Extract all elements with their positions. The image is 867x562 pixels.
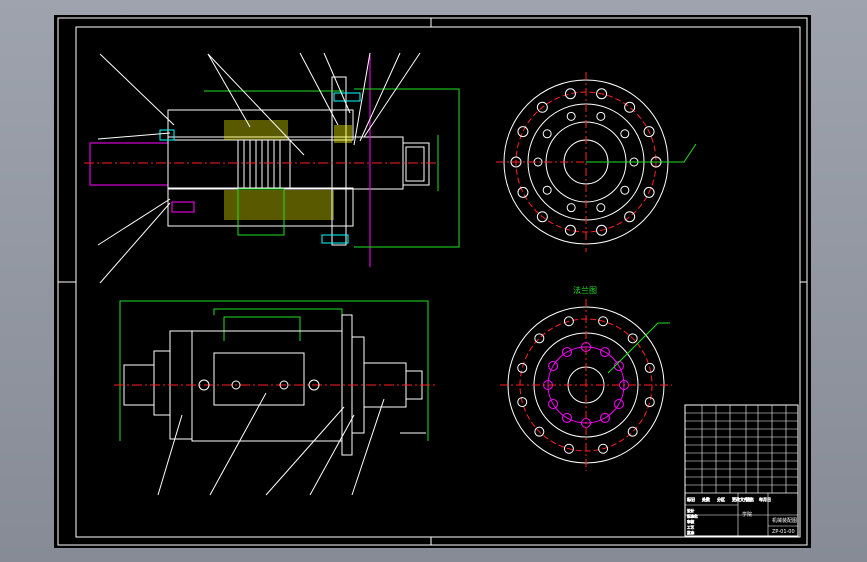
flange-bolt-hole xyxy=(517,126,529,138)
inner-bolt-hole xyxy=(542,129,552,139)
bolt-left-bottom xyxy=(171,201,195,213)
title-block-sign-cell: 设计 xyxy=(687,508,695,513)
sheet-border xyxy=(57,17,808,546)
bolt-bottom xyxy=(321,234,349,244)
flange-bolt-hole xyxy=(644,397,655,408)
flange-bolt-hole xyxy=(624,211,636,223)
title-block[interactable]: 标记 处数 分区 更改文件号签名年月日设计标准化审核工艺批准 学院 机械装配图 ZP-… xyxy=(684,404,799,537)
cad-drawing: 法兰图 标记 处数 分区 更改文件号签名年月日设计标准化审核工艺批准 学院 机械装配图… xyxy=(57,17,808,546)
shaft-right xyxy=(402,142,430,186)
inner-bolt-hole xyxy=(600,347,610,358)
flange-bolt-hole xyxy=(596,224,608,236)
dim-inner xyxy=(213,308,343,315)
inner-bolt-hole xyxy=(562,347,572,358)
flange-bolt-hole xyxy=(563,316,574,327)
shaft-left xyxy=(89,142,169,186)
flange-bolt-hole xyxy=(627,426,638,437)
bolt-circle-view-title: 法兰图 xyxy=(573,285,597,295)
flange-bolt-hole xyxy=(510,156,522,168)
title-block-header-cell: 标记 xyxy=(687,496,695,502)
drawing-sheet: 法兰图 标记 处数 分区 更改文件号签名年月日设计标准化审核工艺批准 学院 机械装配图… xyxy=(54,15,811,548)
dim-inner-2 xyxy=(223,316,301,341)
plan-view[interactable] xyxy=(114,300,438,496)
plan-hole xyxy=(231,380,241,390)
flange-bolt-hole xyxy=(536,211,548,223)
plan-hole xyxy=(198,379,210,391)
inner-bolt-hole xyxy=(600,412,610,423)
plan-leaders xyxy=(157,392,385,496)
title-block-header-cell: 更改文件号 xyxy=(732,496,752,502)
plan-collar xyxy=(153,350,171,416)
title-block-sign-cell: 批准 xyxy=(687,530,695,535)
gear-teeth xyxy=(243,140,281,188)
title-company: 学院 xyxy=(742,511,752,518)
flange-right xyxy=(331,76,347,246)
title-drawing-no: ZP-01-00 xyxy=(772,529,795,535)
flange-bolt-hole xyxy=(564,88,576,100)
inner-bolt-hole xyxy=(596,111,606,121)
flange-bolt-hole xyxy=(643,186,655,198)
section-view[interactable] xyxy=(84,52,460,284)
hatch-bottom xyxy=(224,190,334,220)
flange-leader xyxy=(607,322,670,374)
inner-bolt-hole xyxy=(566,111,576,121)
flange-bolt-hole xyxy=(517,362,528,373)
title-block-sign-cell: 工艺 xyxy=(687,525,695,530)
flange-end-view[interactable] xyxy=(496,72,697,252)
flange-bolt-hole xyxy=(534,333,545,344)
hatch-top xyxy=(224,120,288,140)
inner-bolt-hole xyxy=(548,361,559,371)
title-block-header-cell: 签名 xyxy=(746,496,754,502)
title-block-header-cell: 分区 xyxy=(717,496,725,502)
flange-bolt-hole xyxy=(596,88,608,100)
flange-hatch xyxy=(334,125,352,143)
flange-bolt-hole xyxy=(598,316,609,327)
flange-bolt-hole xyxy=(643,126,655,138)
inner-bolt-hole xyxy=(542,185,552,195)
inner-bolt-hole xyxy=(596,203,606,213)
flange-bolt-hole xyxy=(536,101,548,113)
inner-bolt-hole xyxy=(620,185,630,195)
title-block-sign-cell: 标准化 xyxy=(687,514,698,519)
inner-bolt-hole xyxy=(566,203,576,213)
shaft-end xyxy=(405,146,425,182)
title-block-header-cell: 年月日 xyxy=(759,496,771,502)
title-block-sign-cell: 审核 xyxy=(687,519,695,524)
flange-bolt-hole xyxy=(563,443,574,454)
plan-hole xyxy=(279,380,289,390)
flange-leader xyxy=(586,143,697,163)
flange-bolt-hole xyxy=(517,397,528,408)
inner-bolt-hole xyxy=(548,399,559,409)
plan-hole xyxy=(308,379,320,391)
dim-height xyxy=(354,88,460,248)
flange-bolt-hole xyxy=(534,426,545,437)
flange-bolt-hole xyxy=(564,224,576,236)
title-block-grid: 标记 处数 分区 更改文件号签名年月日设计标准化审核工艺批准 xyxy=(685,405,798,536)
dim-overall xyxy=(119,300,429,441)
bolt-top xyxy=(333,92,361,102)
title-drawing-name: 机械装配图 xyxy=(772,517,797,524)
drawing-frame xyxy=(75,26,801,538)
flange-bolt-hole xyxy=(517,186,529,198)
flange-bolt-hole xyxy=(644,362,655,373)
bolt-left-top xyxy=(159,129,175,141)
flange-bolt-hole xyxy=(624,101,636,113)
gear-core xyxy=(237,139,291,189)
inner-bolt-hole xyxy=(562,412,572,423)
plan-window xyxy=(213,352,305,406)
bolt-circle-view[interactable] xyxy=(500,299,672,471)
flange-bolt-hole xyxy=(627,333,638,344)
title-block-frame xyxy=(684,404,799,537)
leader-lines xyxy=(97,52,421,284)
title-block-header-cell: 处数 xyxy=(702,496,710,502)
flange-bolt-hole xyxy=(598,443,609,454)
dim-box xyxy=(237,188,285,236)
inner-bolt-hole xyxy=(620,129,630,139)
inner-bolt-hole xyxy=(613,399,624,409)
